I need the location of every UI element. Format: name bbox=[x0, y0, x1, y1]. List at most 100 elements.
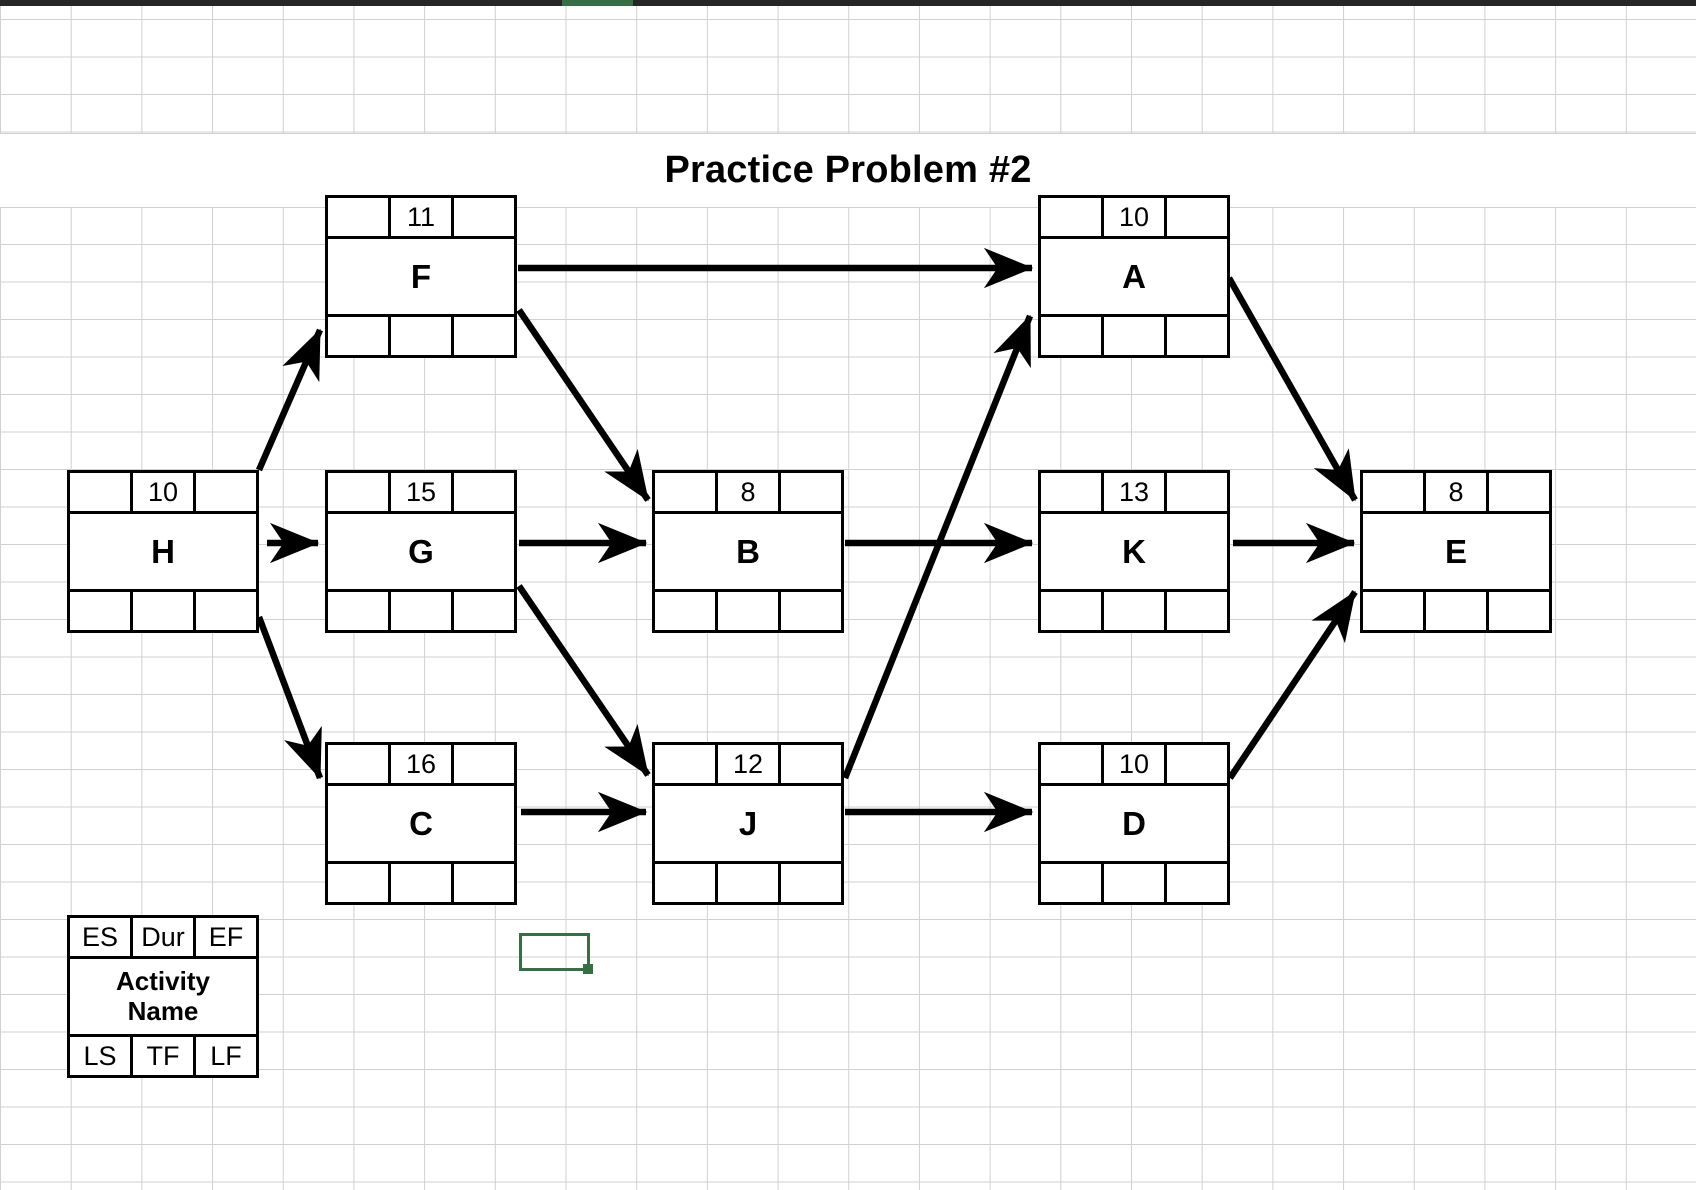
node-duration[interactable]: 10 bbox=[1104, 745, 1167, 783]
node-ls[interactable] bbox=[328, 864, 391, 902]
node-ef[interactable] bbox=[454, 745, 514, 783]
node-duration[interactable]: 12 bbox=[718, 745, 781, 783]
node-ls[interactable] bbox=[1041, 317, 1104, 355]
node-duration[interactable]: 10 bbox=[1104, 198, 1167, 236]
selected-column-header-indicator bbox=[562, 0, 633, 6]
node-name[interactable]: D bbox=[1122, 804, 1146, 842]
node-lf[interactable] bbox=[454, 864, 514, 902]
node-tf[interactable] bbox=[391, 592, 454, 630]
node-ef[interactable] bbox=[1167, 473, 1227, 511]
selected-cell[interactable] bbox=[519, 933, 590, 971]
node-name[interactable]: F bbox=[410, 257, 432, 295]
legend-ls: LS bbox=[70, 1037, 133, 1075]
node-lf[interactable] bbox=[454, 317, 514, 355]
node-ef[interactable] bbox=[454, 473, 514, 511]
node-name[interactable]: E bbox=[1444, 532, 1467, 570]
page-title: Practice Problem #2 bbox=[664, 148, 1032, 191]
node-es[interactable] bbox=[655, 745, 718, 783]
node-lf[interactable] bbox=[196, 592, 256, 630]
activity-node-J[interactable]: 12 J bbox=[652, 742, 844, 905]
title-row-background bbox=[0, 133, 1696, 207]
edge-F-B bbox=[516, 308, 651, 502]
node-name[interactable]: A bbox=[1122, 257, 1146, 295]
node-lf[interactable] bbox=[1489, 592, 1549, 630]
activity-node-H[interactable]: 10 H bbox=[67, 470, 259, 633]
legend-activity-name: Activity Name bbox=[70, 959, 256, 1034]
node-ef[interactable] bbox=[1167, 745, 1227, 783]
node-es[interactable] bbox=[1041, 198, 1104, 236]
node-lf[interactable] bbox=[781, 864, 841, 902]
node-es[interactable] bbox=[328, 745, 391, 783]
node-ls[interactable] bbox=[1041, 864, 1104, 902]
node-name[interactable]: J bbox=[738, 804, 758, 842]
node-tf[interactable] bbox=[391, 317, 454, 355]
activity-node-F[interactable]: 11 F bbox=[325, 195, 517, 358]
node-lf[interactable] bbox=[1167, 864, 1227, 902]
node-tf[interactable] bbox=[1104, 592, 1167, 630]
node-ef[interactable] bbox=[454, 198, 514, 236]
grid-line bbox=[0, 207, 1696, 208]
node-ef[interactable] bbox=[1167, 198, 1227, 236]
activity-node-D[interactable]: 10 D bbox=[1038, 742, 1230, 905]
legend-activity-line1: Activity bbox=[116, 966, 210, 997]
edge-A-E bbox=[1226, 276, 1358, 502]
node-tf[interactable] bbox=[718, 592, 781, 630]
node-duration[interactable]: 8 bbox=[1426, 473, 1489, 511]
node-ls[interactable] bbox=[328, 317, 391, 355]
node-es[interactable] bbox=[1041, 473, 1104, 511]
column-header-strip bbox=[0, 0, 1696, 6]
activity-node-A[interactable]: 10 A bbox=[1038, 195, 1230, 358]
activity-node-G[interactable]: 15 G bbox=[325, 470, 517, 633]
node-ef[interactable] bbox=[781, 745, 841, 783]
node-name[interactable]: C bbox=[409, 804, 433, 842]
node-name[interactable]: H bbox=[151, 532, 175, 570]
node-es[interactable] bbox=[1041, 745, 1104, 783]
node-lf[interactable] bbox=[781, 592, 841, 630]
node-name[interactable]: B bbox=[736, 532, 760, 570]
node-tf[interactable] bbox=[1104, 864, 1167, 902]
node-tf[interactable] bbox=[1426, 592, 1489, 630]
activity-node-K[interactable]: 13 K bbox=[1038, 470, 1230, 633]
node-lf[interactable] bbox=[1167, 592, 1227, 630]
node-tf[interactable] bbox=[718, 864, 781, 902]
node-ls[interactable] bbox=[70, 592, 133, 630]
node-duration[interactable]: 11 bbox=[391, 198, 454, 236]
legend-dur: Dur bbox=[133, 918, 196, 956]
node-duration[interactable]: 10 bbox=[133, 473, 196, 511]
activity-node-C[interactable]: 16 C bbox=[325, 742, 517, 905]
node-es[interactable] bbox=[328, 473, 391, 511]
node-ef[interactable] bbox=[781, 473, 841, 511]
node-legend: ES Dur EF Activity Name LS TF LF bbox=[67, 915, 259, 1078]
node-es[interactable] bbox=[70, 473, 133, 511]
node-tf[interactable] bbox=[1104, 317, 1167, 355]
node-duration[interactable]: 13 bbox=[1104, 473, 1167, 511]
node-ls[interactable] bbox=[655, 864, 718, 902]
node-tf[interactable] bbox=[133, 592, 196, 630]
node-duration[interactable]: 16 bbox=[391, 745, 454, 783]
edge-H-F bbox=[256, 328, 323, 472]
node-es[interactable] bbox=[1363, 473, 1426, 511]
node-es[interactable] bbox=[328, 198, 391, 236]
node-es[interactable] bbox=[655, 473, 718, 511]
legend-lf: LF bbox=[210, 1040, 242, 1071]
node-ls[interactable] bbox=[1363, 592, 1426, 630]
node-duration[interactable]: 15 bbox=[391, 473, 454, 511]
legend-es: ES bbox=[70, 918, 133, 956]
node-duration[interactable]: 8 bbox=[718, 473, 781, 511]
node-tf[interactable] bbox=[391, 864, 454, 902]
node-ls[interactable] bbox=[655, 592, 718, 630]
node-lf[interactable] bbox=[454, 592, 514, 630]
node-lf[interactable] bbox=[1167, 317, 1227, 355]
activity-node-E[interactable]: 8 E bbox=[1360, 470, 1552, 633]
fill-handle[interactable] bbox=[583, 964, 593, 974]
activity-node-B[interactable]: 8 B bbox=[652, 470, 844, 633]
node-name[interactable]: K bbox=[1122, 532, 1146, 570]
node-name[interactable]: G bbox=[408, 532, 434, 570]
legend-tf: TF bbox=[133, 1037, 196, 1075]
node-ef[interactable] bbox=[1489, 473, 1549, 511]
node-ef[interactable] bbox=[196, 473, 256, 511]
node-ls[interactable] bbox=[328, 592, 391, 630]
node-ls[interactable] bbox=[1041, 592, 1104, 630]
edge-J-A bbox=[841, 314, 1034, 780]
